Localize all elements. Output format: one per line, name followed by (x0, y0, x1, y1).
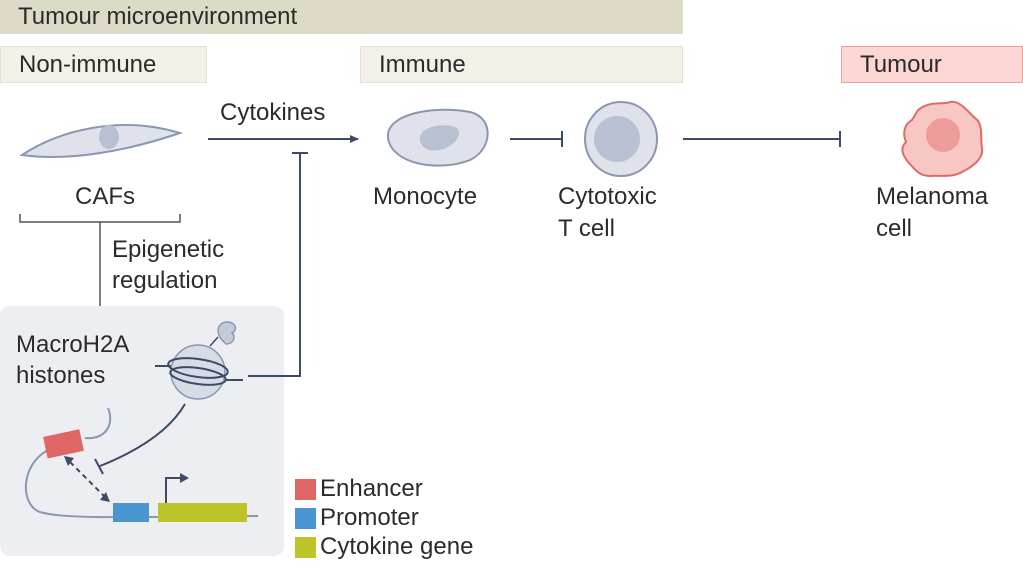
enhancer-block (43, 429, 84, 459)
melanoma-cell-icon (901, 100, 984, 178)
cytokine-gene-swatch (295, 536, 316, 558)
dna-strand (25, 407, 259, 519)
legend-label: Cytokine gene (320, 533, 474, 560)
category-band-immune: Immune (360, 46, 683, 83)
cafs-label: CAFs (75, 183, 135, 210)
nucleosome-icon (155, 321, 243, 400)
legend-item-enhancer: Enhancer (295, 475, 423, 503)
transcription-start-arrow (165, 473, 189, 503)
monocyte-cell-icon (386, 108, 489, 167)
promoter-swatch (295, 507, 316, 529)
enhancer-promoter-interaction-arrow (64, 456, 110, 502)
header-title: Tumour microenvironment (18, 3, 298, 30)
cafs-bracket (19, 214, 181, 306)
nucleosome-inhibition-line (94, 403, 186, 475)
promoter-block (113, 503, 149, 522)
category-band-tumour: Tumour (841, 46, 1023, 83)
epigenetic-regulation-label-line2: regulation (112, 267, 218, 294)
epigenetic-regulation-label-line1: Epigenetic (112, 236, 225, 263)
legend-label: Enhancer (320, 475, 423, 502)
legend-item-cytokine-gene: Cytokine gene (295, 533, 473, 561)
category-band-non-immune: Non-immune (0, 46, 207, 83)
monocyte-label: Monocyte (373, 183, 478, 210)
inset-title-line2: histones (16, 362, 106, 389)
legend-label: Promoter (320, 504, 419, 531)
inset-title-line1: MacroH2A (16, 331, 130, 358)
category-label-non-immune: Non-immune (19, 50, 157, 78)
melanoma-label-line1: Melanoma (876, 183, 989, 210)
t-cell-icon (584, 101, 658, 177)
header-band-tumour-microenvironment: Tumour microenvironment (0, 0, 683, 34)
tcell-inhibits-melanoma-line (683, 131, 841, 147)
category-label-tumour: Tumour (860, 50, 942, 78)
t-cell-label-line1: Cytotoxic (558, 183, 657, 210)
cytokines-label: Cytokines (220, 99, 326, 126)
enhancer-swatch (295, 478, 316, 500)
caf-cell-icon (19, 124, 184, 158)
category-label-immune: Immune (379, 50, 466, 78)
legend-item-promoter: Promoter (295, 504, 419, 532)
t-cell-label-line2: T cell (558, 215, 615, 242)
histone-inhibition-line (248, 152, 308, 377)
monocyte-inhibits-tcell-line (510, 131, 563, 147)
melanoma-label-line2: cell (876, 215, 913, 242)
cytokine-gene-block (158, 503, 247, 522)
